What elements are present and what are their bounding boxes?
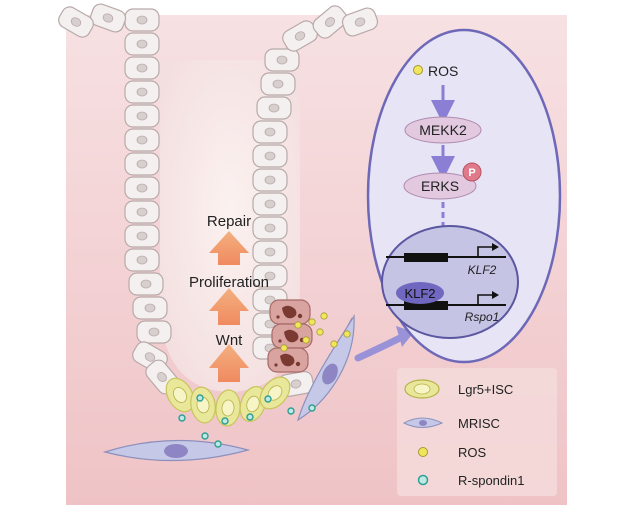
epithelial-cell [252,192,288,216]
legend-box [397,368,557,496]
mrisc-cell-bottom [102,439,251,462]
erks-node [403,172,477,200]
epithelial-cell [252,168,288,192]
ros-dot [330,340,338,348]
epithelial-cell [252,120,288,144]
epithelial-cell [124,152,160,176]
epithelial-cell [264,48,300,72]
epithelial-cell [132,296,168,320]
epithelial-cell [260,72,296,96]
rspo1-gene-label: Rspo1 [465,310,500,324]
phospho-label: P [468,167,475,179]
rspondin-dot [178,414,186,422]
rspondin-dot [196,394,204,402]
ros-dot [316,328,324,336]
erks-label: ERKS [421,178,459,194]
klf2-gene-label: KLF2 [468,263,497,277]
wnt-arrow [209,344,249,382]
stem-cell [215,389,241,427]
signal-dots [178,312,351,448]
legend-ros: ROS [418,445,487,460]
tss-arrowhead [492,243,499,251]
epithelial-cell [124,224,160,248]
ros-dot [343,330,351,338]
legend-rspondin: R-spondin1 [417,473,525,488]
proliferation-arrow [209,288,249,325]
stem-cell [165,377,195,413]
rspondin-dot [287,407,295,415]
rspondin-dot [308,404,316,412]
damaged-cell [267,347,309,373]
damaged-cell [271,323,313,349]
damaged-cells [267,299,313,373]
rspondin-dot [221,417,229,425]
epithelial-cell [124,56,160,80]
epithelial-cell [124,8,160,32]
epithelial-cell [89,3,127,33]
rspondin-dot [214,440,222,448]
epithelial-cell [124,128,160,152]
ros-label: ROS [428,63,458,79]
epithelial-cell [124,80,160,104]
crypt-epithelium [58,3,379,398]
legend-mrisc: MRISC [402,416,500,431]
proliferation-arrows [209,231,249,382]
epithelial-cell [128,272,164,296]
legend-lgr5: Lgr5+ISC [404,379,513,399]
epithelial-cell [58,6,94,38]
rspondin-dot [264,395,272,403]
epithelial-cell [124,248,160,272]
mrisc-cell-side [296,313,355,422]
legend-label: MRISC [458,416,500,431]
damaged-cell [269,299,311,325]
tss-arrowhead [492,291,499,299]
epithelial-cell [341,7,379,37]
epithelial-cell [252,264,288,288]
rspo1-promoter [404,301,448,310]
ros-dot [294,321,302,329]
klf2-promoter [404,253,448,262]
epithelial-cell [124,32,160,56]
repair-arrow [209,231,249,265]
rspondin-swatch [417,474,429,486]
epithelial-cell [256,96,292,120]
mekk2-label: MEKK2 [419,122,467,138]
mrisc-nucleus [164,444,188,458]
ros-dot [302,336,310,344]
transcription-start-arrow-icon [477,246,494,257]
ros-dot [308,318,316,326]
klf2-protein [396,282,444,304]
legend-label: R-spondin1 [458,473,525,488]
legend-label: ROS [458,445,487,460]
stem-cell [239,385,267,423]
proliferation-label: Proliferation [189,274,269,291]
ros-swatch [418,447,428,457]
stem-cell-niche [165,376,291,427]
ros-dot [320,312,328,320]
epithelial-cell [136,320,172,344]
phosphate-icon [462,162,482,182]
epithelial-cell [252,240,288,264]
epithelial-cell [282,20,318,52]
transcription-start-arrow-icon [477,294,494,305]
epithelial-cell [124,176,160,200]
epithelial-cell [252,216,288,240]
epithelial-cell [252,144,288,168]
klf2-protein-label: KLF2 [404,286,435,301]
epithelial-cell [124,104,160,128]
repair-label: Repair [207,213,251,230]
rspondin-dot [201,432,209,440]
ros-dot-pathway [413,65,423,75]
epithelial-cell [312,5,348,39]
ros-dot [280,344,288,352]
rspondin-dot [246,413,254,421]
epithelial-cell [124,200,160,224]
mekk2-node [404,116,482,144]
legend-label: Lgr5+ISC [458,382,513,397]
wnt-label: Wnt [216,332,244,349]
mrisc-nucleus [322,363,338,385]
